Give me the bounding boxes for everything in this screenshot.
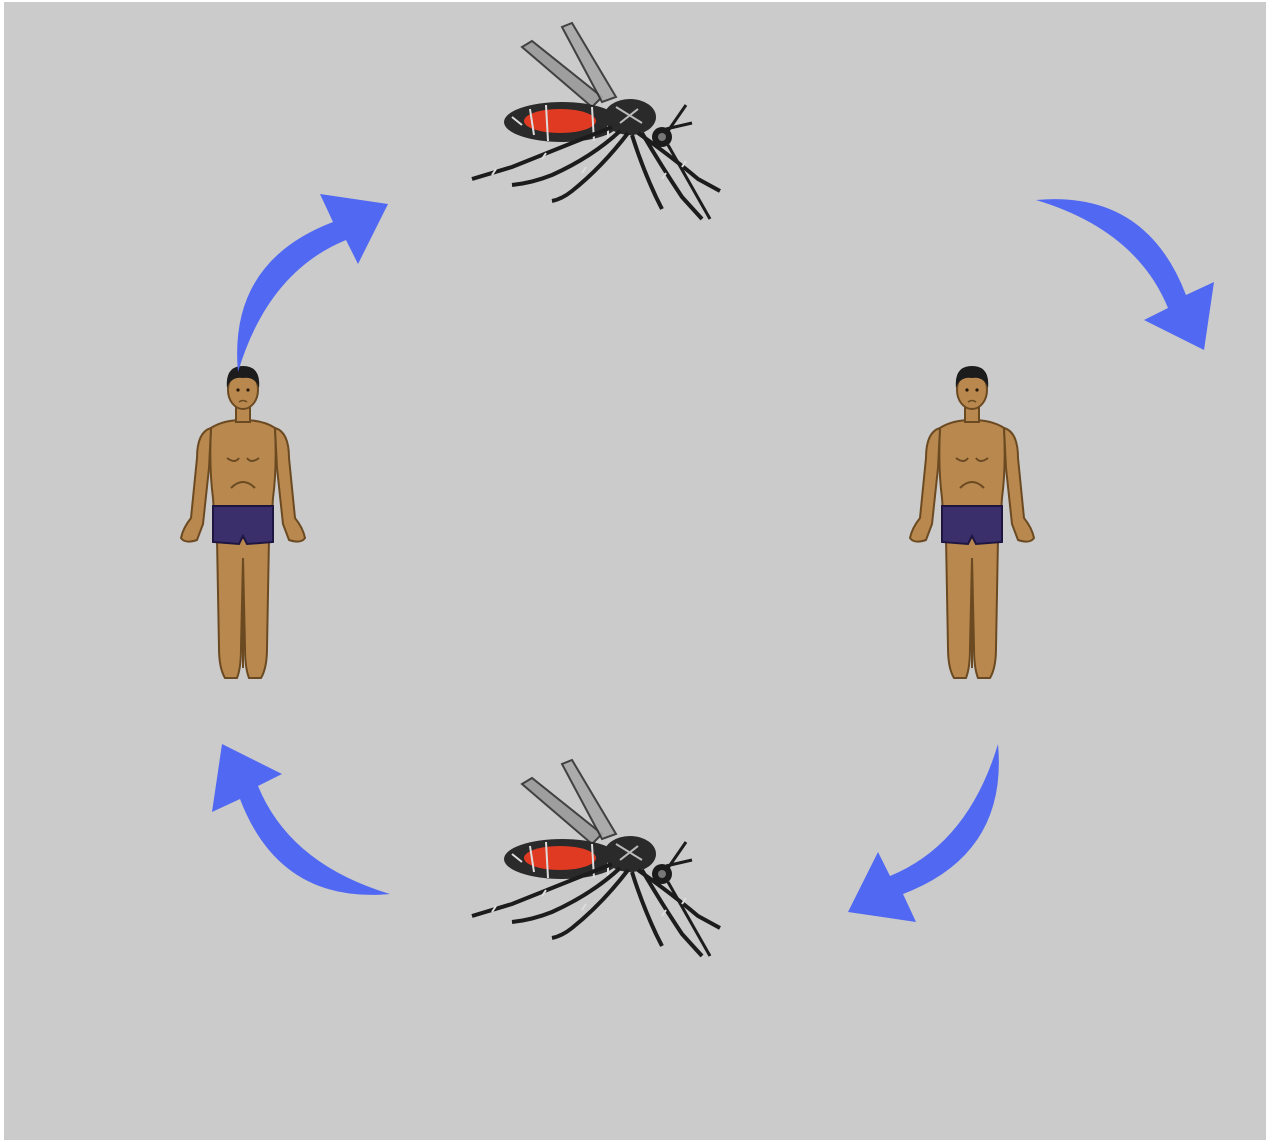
arrow-human-left-to-mosquito-top-icon: [237, 194, 388, 372]
arrow-mosquito-bottom-to-human-left-icon: [212, 744, 390, 895]
cycle-diagram: [4, 2, 1266, 1140]
mosquito-bottom-icon: [472, 760, 720, 956]
human-left-icon: [181, 366, 305, 678]
human-right-icon: [910, 366, 1034, 678]
arrow-mosquito-top-to-human-right-icon: [1036, 199, 1214, 350]
mosquito-top-icon: [472, 23, 720, 219]
arrow-human-right-to-mosquito-bottom-icon: [848, 744, 999, 922]
cycle-diagram-svg: [4, 2, 1266, 1140]
